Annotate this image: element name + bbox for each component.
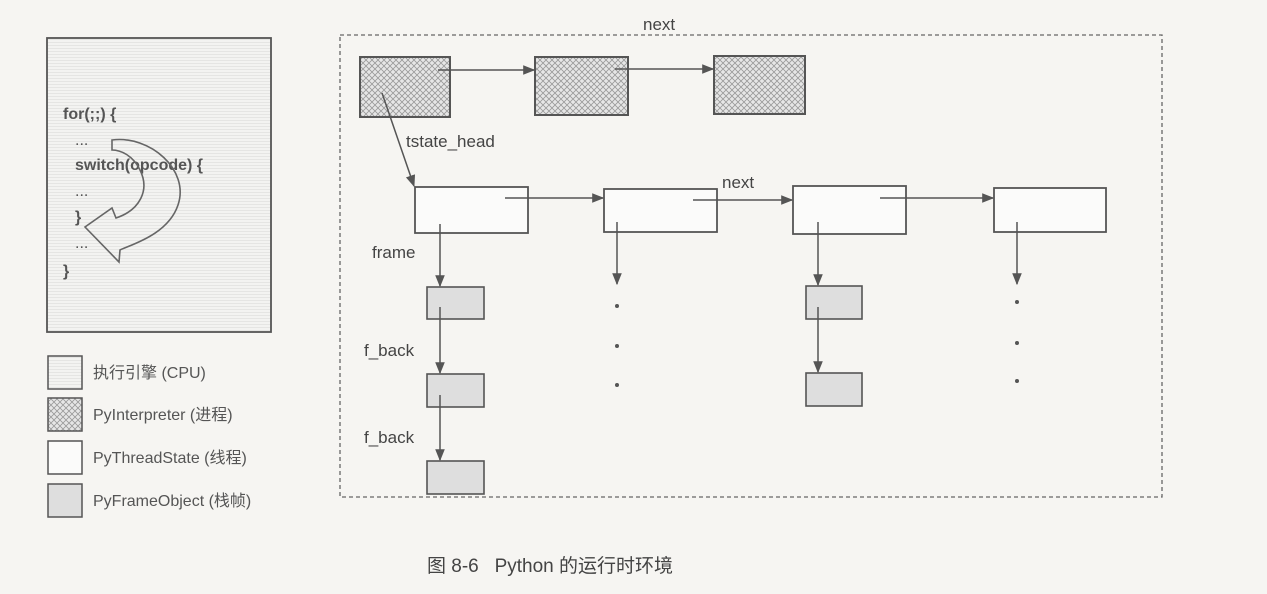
frame-node — [426, 373, 485, 408]
legend-swatch-engine — [47, 355, 83, 390]
tstate-head-arrow — [381, 92, 416, 188]
interpreter-node — [713, 55, 806, 115]
interpreter-node — [534, 56, 629, 116]
thread-node — [792, 185, 907, 235]
code-line: ... — [75, 235, 88, 252]
code-line: ... — [75, 183, 88, 200]
frame-node — [426, 286, 485, 320]
frame-node — [805, 285, 863, 320]
legend-label: 执行引擎 (CPU) — [93, 364, 206, 382]
legend-label: PyThreadState (线程) — [93, 449, 247, 467]
legend-swatch-frame — [47, 483, 83, 518]
figure-caption: 图 8-6 Python 的运行时环境 — [427, 555, 673, 577]
code-line: for(;;) { — [63, 106, 116, 123]
f-back-label: f_back — [364, 428, 415, 447]
thread-node — [414, 186, 529, 234]
legend-label: PyFrameObject (栈帧) — [93, 492, 251, 510]
runtime-container — [339, 34, 1163, 498]
code-line: switch(opcode) { — [75, 157, 203, 174]
next-label: next — [722, 173, 754, 192]
legend-swatch-thread — [47, 440, 83, 475]
code-line: } — [63, 263, 69, 280]
next-label: next — [643, 15, 675, 34]
frame-label: frame — [372, 243, 415, 262]
legend-swatch-interpreter — [47, 397, 83, 432]
thread-node — [603, 188, 718, 233]
legend: 执行引擎 (CPU) PyInterpreter (进程) PyThreadSt… — [47, 355, 251, 518]
legend-label: PyInterpreter (进程) — [93, 406, 233, 424]
interpreter-list: next — [359, 15, 806, 118]
frame-node — [426, 460, 485, 495]
tstate-head-label: tstate_head — [406, 132, 495, 151]
interpreter-node — [359, 56, 451, 118]
code-line: ... — [75, 132, 88, 149]
ellipsis-dots — [615, 300, 1019, 387]
execution-engine-box: for(;;) { ... switch(opcode) { ... } ...… — [46, 37, 272, 333]
f-back-label: f_back — [364, 341, 415, 360]
frame-node — [805, 372, 863, 407]
loop-arrow-icon — [83, 138, 181, 264]
thread-node — [993, 187, 1107, 233]
thread-list: next — [414, 173, 1107, 235]
code-line: } — [75, 209, 81, 226]
